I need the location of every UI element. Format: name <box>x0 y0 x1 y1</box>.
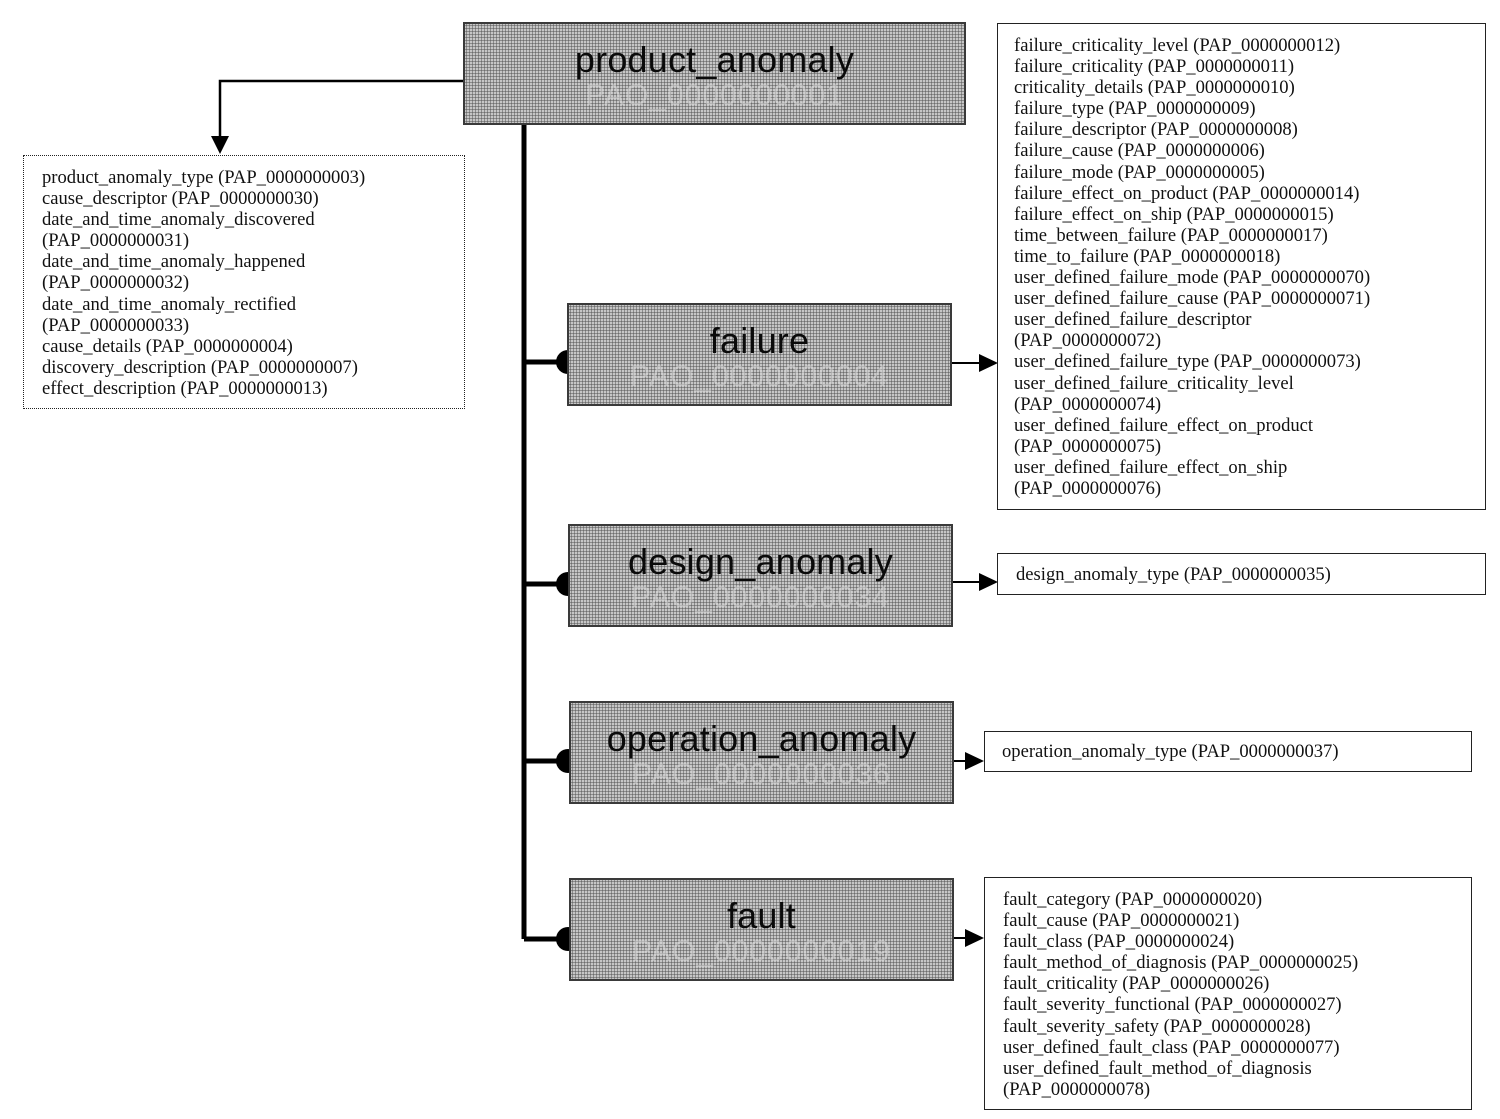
attribute-list-fault: fault_category (PAP_0000000020) fault_ca… <box>984 877 1472 1110</box>
class-failure: failure PAO_0000000004 <box>567 303 952 406</box>
class-operation-anomaly: operation_anomaly PAO_0000000036 <box>569 701 954 804</box>
attribute-item: effect_description (PAP_0000000013) <box>42 377 328 399</box>
attribute-item: operation_anomaly_type (PAP_0000000037) <box>1002 741 1339 762</box>
attribute-item: user_defined_failure_cause (PAP_00000000… <box>1014 288 1371 310</box>
attribute-item: time_to_failure (PAP_0000000018) <box>1014 245 1281 267</box>
attribute-item: product_anomaly_type (PAP_0000000003) <box>42 167 366 188</box>
attribute-item: (PAP_0000000074) <box>1014 393 1162 415</box>
attribute-list-operation-anomaly: operation_anomaly_type (PAP_0000000037) <box>984 731 1472 772</box>
attribute-item: fault_class (PAP_0000000024) <box>1003 931 1235 953</box>
attribute-item: (PAP_0000000031) <box>42 230 190 252</box>
attribute-item: design_anomaly_type (PAP_0000000035) <box>1016 564 1331 585</box>
failure-attribute-arrowhead <box>979 354 998 372</box>
attribute-item: user_defined_fault_class (PAP_0000000077… <box>1003 1036 1340 1058</box>
attribute-item: (PAP_0000000075) <box>1014 435 1162 457</box>
attribute-list-design-anomaly: design_anomaly_type (PAP_0000000035) <box>997 553 1486 595</box>
class-name: design_anomaly <box>628 541 893 582</box>
attribute-item: discovery_description (PAP_0000000007) <box>42 356 358 378</box>
class-id: PAO_0000000034 <box>631 581 890 614</box>
class-id: PAO_0000000019 <box>632 935 891 968</box>
attribute-item: failure_criticality (PAP_0000000011) <box>1014 56 1295 78</box>
attribute-item: (PAP_0000000033) <box>42 314 190 336</box>
attribute-item: user_defined_failure_mode (PAP_000000007… <box>1014 267 1371 289</box>
class-name: product_anomaly <box>574 39 855 80</box>
class-id: PAO_0000000036 <box>632 758 891 791</box>
class-id: PAO_0000000004 <box>630 360 889 393</box>
attribute-item: date_and_time_anomaly_rectified <box>42 293 297 315</box>
attribute-item: user_defined_failure_effect_on_product <box>1014 414 1314 436</box>
attribute-item: failure_effect_on_product (PAP_000000001… <box>1014 182 1360 204</box>
class-name: fault <box>726 895 797 936</box>
class-fault: fault PAO_0000000019 <box>569 878 954 981</box>
attribute-item: user_defined_fault_method_of_diagnosis <box>1003 1057 1312 1079</box>
attribute-item: fault_severity_functional (PAP_000000002… <box>1003 994 1342 1016</box>
attribute-item: fault_method_of_diagnosis (PAP_000000002… <box>1003 952 1359 974</box>
attribute-item: failure_descriptor (PAP_0000000008) <box>1014 119 1298 141</box>
design-attribute-arrowhead <box>979 573 998 591</box>
root-attribute-connector <box>218 79 463 138</box>
attribute-list-failure: failure_criticality_level (PAP_000000001… <box>997 23 1486 510</box>
attribute-list-product-anomaly: product_anomaly_type (PAP_0000000003) ca… <box>23 155 465 409</box>
attribute-item: fault_category (PAP_0000000020) <box>1003 889 1263 910</box>
class-name: failure <box>709 320 810 361</box>
attribute-item: failure_mode (PAP_0000000005) <box>1014 161 1265 183</box>
attribute-item: date_and_time_anomaly_happened <box>42 251 306 273</box>
attribute-item: (PAP_0000000076) <box>1014 477 1162 499</box>
attribute-item: fault_cause (PAP_0000000021) <box>1003 910 1240 932</box>
attribute-item: fault_severity_safety (PAP_0000000028) <box>1003 1015 1311 1037</box>
attribute-item: time_between_failure (PAP_0000000017) <box>1014 224 1328 246</box>
attribute-item: cause_descriptor (PAP_0000000030) <box>42 188 319 210</box>
class-design-anomaly: design_anomaly PAO_0000000034 <box>568 524 953 627</box>
attribute-item: (PAP_0000000078) <box>1003 1078 1151 1100</box>
attribute-item: (PAP_0000000032) <box>42 272 190 294</box>
attribute-item: (PAP_0000000072) <box>1014 330 1162 352</box>
attribute-item: failure_effect_on_ship (PAP_0000000015) <box>1014 203 1334 225</box>
class-id: PAO_0000000001 <box>585 79 844 112</box>
class-product-anomaly: product_anomaly PAO_0000000001 <box>463 22 966 125</box>
operation-attribute-arrowhead <box>965 752 984 770</box>
attribute-item: user_defined_failure_criticality_level <box>1014 372 1294 394</box>
attribute-item: cause_details (PAP_0000000004) <box>42 335 293 357</box>
class-name: operation_anomaly <box>606 718 917 759</box>
attribute-item: failure_cause (PAP_0000000006) <box>1014 140 1265 162</box>
attribute-item: failure_type (PAP_0000000009) <box>1014 98 1256 120</box>
attribute-item: fault_criticality (PAP_0000000026) <box>1003 973 1270 995</box>
fault-attribute-arrowhead <box>965 929 984 947</box>
attribute-item: failure_criticality_level (PAP_000000001… <box>1014 35 1341 56</box>
attribute-item: user_defined_failure_type (PAP_000000007… <box>1014 351 1361 373</box>
attribute-item: date_and_time_anomaly_discovered <box>42 209 315 231</box>
attribute-item: user_defined_failure_descriptor <box>1014 309 1252 331</box>
root-attribute-arrowhead <box>211 136 229 154</box>
attribute-item: user_defined_failure_effect_on_ship <box>1014 456 1288 478</box>
attribute-item: criticality_details (PAP_0000000010) <box>1014 77 1295 99</box>
